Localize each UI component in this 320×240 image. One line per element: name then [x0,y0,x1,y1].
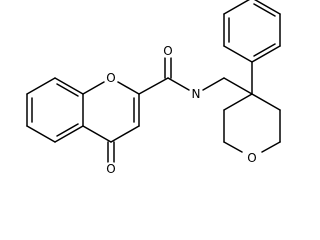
atom-ketone-oxygen: O [104,162,118,176]
pyran-oxygen-label: O [247,151,256,165]
atom-pyran-oxygen: O [245,151,259,165]
atom-ring-oxygen: O [104,71,118,85]
amide-oxygen-label: O [163,44,172,58]
pyranone-ring [82,81,140,163]
amide-group [138,57,253,95]
atom-amide-oxygen: O [161,44,175,58]
atom-amide-nitrogen: N [189,87,203,101]
amide-nitrogen-label: N [192,87,201,101]
tetrahydropyran-ring [223,93,281,153]
benzene-ring-chromone [26,77,84,143]
molecule-diagram: O O O N O [26,0,281,176]
ring-oxygen-label: O [106,71,115,85]
ketone-oxygen-label: O [106,162,115,176]
phenyl-ring [223,0,281,95]
